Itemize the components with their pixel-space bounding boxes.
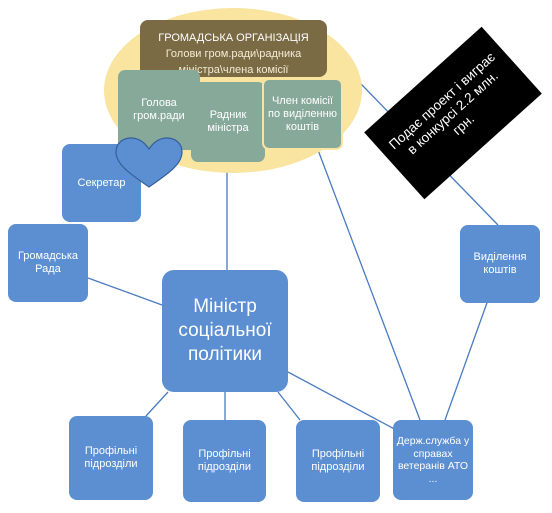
advisor-label: Радник міністра — [207, 109, 249, 134]
department-label: Профільні підрозділи — [197, 448, 252, 473]
funds-label: Виділення коштів — [473, 251, 527, 276]
org-box: ГРОМАДСЬКА ОРГАНІЗАЦІЯ Голови гром.ради\… — [140, 20, 327, 77]
secretary-label: Секретар — [77, 176, 126, 189]
department-box-3: Профільні підрозділи — [296, 420, 380, 502]
department-label: Профільні підрозділи — [84, 445, 138, 470]
line-funds-service — [444, 299, 489, 421]
council-box: Громадська Рада — [8, 224, 88, 302]
org-subtitle: Голови гром.ради\радника міністра\члена … — [165, 48, 302, 76]
member-label: Член комісії по виділенню коштів — [268, 94, 337, 133]
line-council-minister — [87, 277, 163, 306]
head-label: Голова гром.ради — [133, 97, 185, 122]
member-box: Член комісії по виділенню коштів — [262, 78, 343, 150]
heart-icon — [115, 137, 183, 188]
service-label: Держ.служба у справах ветеранів АТО ... — [396, 435, 470, 485]
funds-box: Виділення коштів — [460, 225, 540, 303]
veterans-service-box: Держ.служба у справах ветеранів АТО ... — [393, 420, 473, 500]
line-minister-dept3 — [277, 391, 301, 421]
department-label: Профільні підрозділи — [311, 448, 365, 473]
council-label: Громадська Рада — [17, 250, 79, 275]
advisor-box: Радник міністра — [191, 82, 265, 162]
minister-label: Міністр соціальної політики — [178, 296, 272, 365]
org-title: ГРОМАДСЬКА ОРГАНІЗАЦІЯ — [158, 32, 309, 44]
department-box-2: Профільні підрозділи — [183, 420, 266, 502]
line-minister-dept1 — [145, 391, 169, 417]
minister-box: Міністр соціальної політики — [162, 270, 288, 392]
line-member-service — [317, 149, 421, 421]
line-minister-service — [287, 371, 401, 433]
head-box: Голова гром.ради — [118, 70, 200, 150]
department-box-1: Профільні підрозділи — [69, 416, 153, 500]
